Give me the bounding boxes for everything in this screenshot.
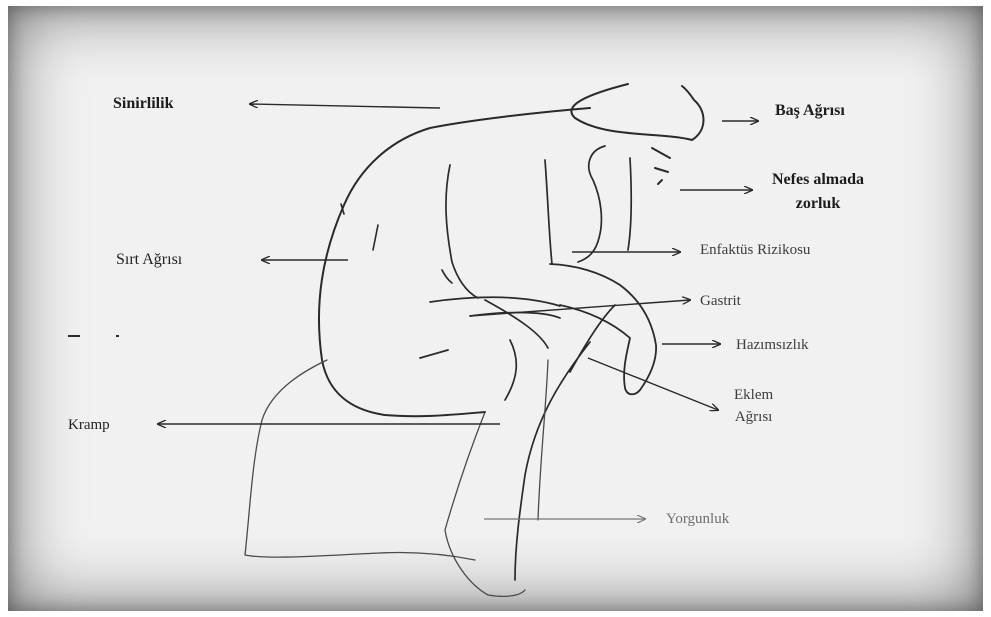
knee-shin bbox=[485, 300, 615, 580]
label-sinirlilik: Sinirlilik bbox=[113, 94, 173, 114]
label-nefes-line1: Nefes almada bbox=[772, 170, 864, 190]
arrows bbox=[158, 104, 758, 424]
seat-rock bbox=[245, 360, 548, 596]
chest-arm bbox=[545, 146, 631, 264]
label-eklem-agrisi: Eklem Ağrısı bbox=[734, 386, 773, 427]
thigh bbox=[420, 297, 560, 358]
label-nefes-almada-zorluk: Nefes almada zorluk bbox=[772, 170, 864, 214]
back-shadow-marks bbox=[341, 204, 378, 250]
face-lines bbox=[652, 148, 670, 184]
figure-strokes bbox=[319, 84, 704, 580]
label-sirt-agrisi: Sırt Ağrısı bbox=[116, 250, 182, 270]
back-outline bbox=[319, 108, 590, 416]
label-yorgunluk: Yorgunluk bbox=[666, 510, 729, 529]
label-eklem-line1: Eklem bbox=[734, 386, 773, 405]
label-enfaktus-rizikosu: Enfaktüs Rizikosu bbox=[700, 241, 810, 260]
head-outline bbox=[571, 84, 703, 140]
label-hazimsizlik: Hazımsızlık bbox=[736, 336, 808, 355]
label-eklem-line2: Ağrısı bbox=[734, 408, 773, 427]
arrow-sinirlilik bbox=[250, 104, 440, 108]
arrow-gastrit bbox=[470, 300, 690, 316]
label-nefes-line2: zorluk bbox=[772, 194, 864, 214]
label-bas-agrisi: Baş Ağrısı bbox=[775, 101, 845, 121]
label-kramp: Kramp bbox=[68, 416, 110, 435]
label-gastrit: Gastrit bbox=[700, 292, 741, 311]
torso-front bbox=[442, 165, 478, 298]
